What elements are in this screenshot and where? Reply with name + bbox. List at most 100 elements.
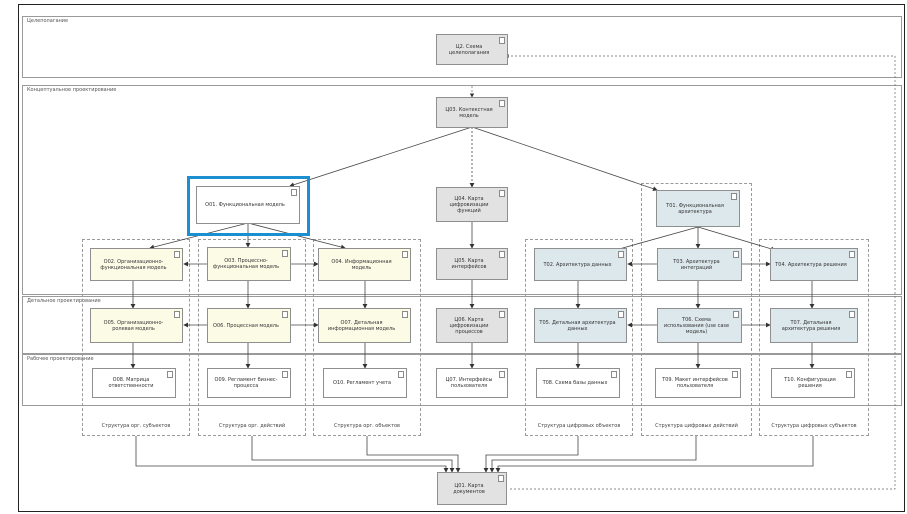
group-org-objects: Структура орг. объектов <box>313 239 421 436</box>
node-process-digitization-map[interactable]: Ц06. Карта цифровизации процессов <box>436 308 508 343</box>
lane-goal-setting: Целеполагание <box>22 16 902 78</box>
edge <box>697 226 776 252</box>
node-detailed-info-model[interactable]: О07. Детальная информационная модель <box>318 308 411 343</box>
group-label: Структура орг. объектов <box>334 423 400 429</box>
node-label: Ц01. Карта документов <box>453 482 485 495</box>
group-org-actions: Структура орг. действий <box>198 239 306 436</box>
document-icon <box>849 251 855 258</box>
lane-title: Детальное проектирование <box>27 298 101 304</box>
selection-highlight <box>187 176 310 236</box>
node-label: Т09. Макет интерфейсов пользователя <box>662 377 728 389</box>
node-label: Т05. Детальная архитектура данных <box>539 319 616 332</box>
node-process-functional-model[interactable]: О03. Процессно-функциональная модель <box>207 247 291 281</box>
node-label: О02. Организационно-функциональная модел… <box>100 258 167 271</box>
node-label: Ц05. Карта интерфейсов <box>451 258 487 270</box>
node-org-functional-model[interactable]: О02. Организационно-функциональная модел… <box>90 248 183 281</box>
group-label: Структура цифровых объектов <box>537 423 621 429</box>
node-label: Ц07. Интерфейсы пользователя <box>445 377 493 389</box>
lane-detailed: Детальное проектирование <box>22 296 902 354</box>
document-icon <box>167 371 173 378</box>
node-label: Ц06. Карта цифровизации процессов <box>449 316 489 335</box>
node-context-model[interactable]: Ц03. Контекстная модель <box>436 97 508 128</box>
document-icon <box>733 311 739 318</box>
node-process-regulation[interactable]: О09. Регламент бизнес-процесса <box>207 368 291 398</box>
node-solution-configuration[interactable]: Т10. Конфигурация решения <box>771 368 855 398</box>
document-icon <box>846 371 852 378</box>
node-label: О05. Организационно-ролевая модель <box>103 319 164 332</box>
group-digital-objects: Структура цифровых объектов <box>525 239 633 436</box>
lane-working: Рабочее проектирование <box>22 354 902 406</box>
document-icon <box>618 251 624 258</box>
edge <box>289 126 473 188</box>
node-interfaces-map[interactable]: Ц05. Карта интерфейсов <box>436 248 508 280</box>
node-information-model[interactable]: О04. Информационная модель <box>318 248 411 281</box>
lane-conceptual: Концептуальное проектирование <box>22 85 902 295</box>
document-icon <box>174 251 180 258</box>
node-label: О10. Регламент учета <box>332 380 392 386</box>
node-user-interfaces[interactable]: Ц07. Интерфейсы пользователя <box>436 368 508 398</box>
document-icon <box>402 251 408 258</box>
document-icon <box>849 311 855 318</box>
group-org-subjects: Структура орг. субъектов <box>82 239 190 436</box>
node-label: Т04. Архитектура решения <box>775 261 847 268</box>
node-label: Т02. Архитектура данных <box>543 261 612 268</box>
node-document-map[interactable]: Ц01. Карта документов <box>437 472 507 505</box>
lane-title: Целеполагание <box>27 18 69 24</box>
node-label: Т07. Детальная архитектура решения <box>781 319 841 332</box>
node-accounting-regulation[interactable]: О10. Регламент учета <box>323 368 407 398</box>
edge <box>489 436 697 473</box>
node-detailed-data-architecture[interactable]: Т05. Детальная архитектура данных <box>534 308 627 343</box>
document-icon <box>499 251 505 258</box>
node-detailed-solution-architecture[interactable]: Т07. Детальная архитектура решения <box>770 308 858 343</box>
node-digitization-map[interactable]: Ц04. Карта цифровизации функций <box>436 187 508 222</box>
document-icon <box>618 311 624 318</box>
node-responsibility-matrix[interactable]: О08. Матрица ответственности <box>92 368 176 398</box>
document-icon <box>282 250 288 257</box>
node-ui-mockup[interactable]: Т09. Макет интерфейсов пользователя <box>655 368 741 398</box>
node-label: О01. Функциональная модель <box>205 202 285 208</box>
edge <box>611 226 699 253</box>
node-goal-scheme[interactable]: Ц2. Схема целеполагания <box>436 34 508 65</box>
node-database-schema[interactable]: Т08. Схема базы данных <box>536 368 620 398</box>
document-icon <box>174 311 180 318</box>
document-icon <box>498 475 504 482</box>
node-label: О08. Матрица ответственности <box>108 377 154 389</box>
document-icon <box>611 371 617 378</box>
document-icon <box>733 251 739 258</box>
node-process-model[interactable]: О06. Процессная модель <box>207 308 291 343</box>
node-org-role-model[interactable]: О05. Организационно-ролевая модель <box>90 308 183 343</box>
document-icon <box>499 190 505 197</box>
lane-title: Концептуальное проектирование <box>27 87 117 93</box>
document-icon <box>732 371 738 378</box>
edge <box>495 436 814 473</box>
node-label: Т08. Схема базы данных <box>542 380 608 386</box>
node-label: О09. Регламент бизнес-процесса <box>214 377 278 389</box>
node-solution-architecture[interactable]: Т04. Архитектура решения <box>770 248 858 281</box>
node-label: О03. Процессно-функциональная модель <box>212 258 280 270</box>
node-label: Ц03. Контекстная модель <box>445 106 493 119</box>
node-functional-architecture[interactable]: Т01. Функциональная архитектура <box>656 190 740 227</box>
document-icon <box>282 311 288 318</box>
document-icon <box>499 100 505 107</box>
node-integration-architecture[interactable]: Т03. Архитектура интеграций <box>657 248 742 281</box>
edge <box>251 436 455 473</box>
group-label: Структура цифровых субъектов <box>771 423 857 429</box>
node-label: Т06. Схема использования (use case модел… <box>663 316 730 335</box>
node-data-architecture[interactable]: Т02. Архитектура данных <box>534 248 627 281</box>
feedback-edge <box>504 53 896 490</box>
document-icon <box>282 371 288 378</box>
document-icon <box>402 311 408 318</box>
group-digital-subjects: Структура цифровых субъектов <box>759 239 869 436</box>
node-use-case-model[interactable]: Т06. Схема использования (use case модел… <box>657 308 742 343</box>
edge <box>483 436 579 473</box>
group-label: Структура орг. действий <box>218 423 286 429</box>
edge <box>135 436 449 473</box>
node-label: Т03. Архитектура интеграций <box>673 258 720 271</box>
group-label: Структура цифровых действий <box>655 423 738 429</box>
node-label: Ц04. Карта цифровизации функций <box>449 195 489 214</box>
document-icon <box>291 189 297 196</box>
lane-title: Рабочее проектирование <box>27 356 94 362</box>
node-label: Ц2. Схема целеполагания <box>448 43 490 56</box>
node-functional-model[interactable]: О01. Функциональная модель <box>196 186 300 224</box>
node-label: О07. Детальная информационная модель <box>327 319 396 332</box>
